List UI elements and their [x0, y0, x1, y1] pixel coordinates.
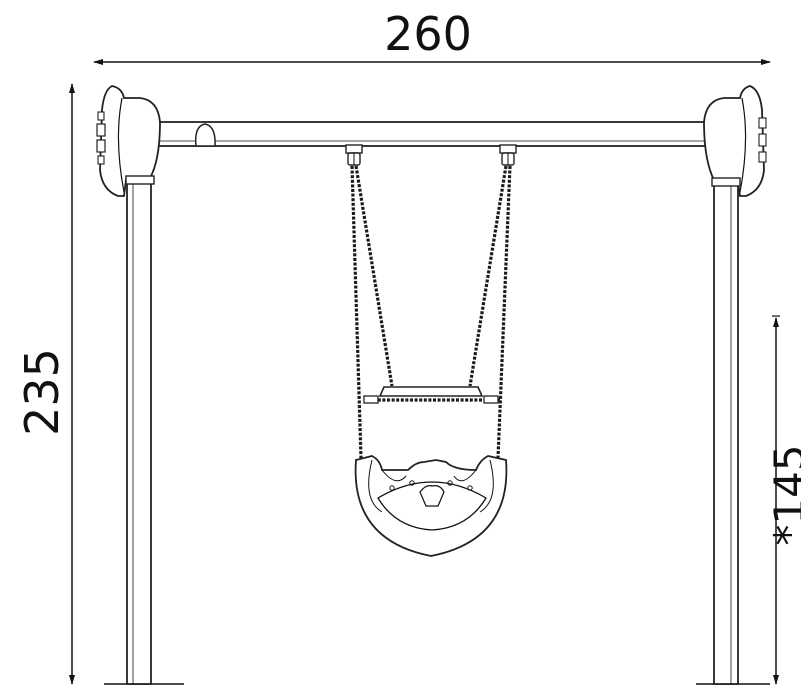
- chain-right-outer: [496, 165, 512, 459]
- width-dimension: 260: [93, 7, 771, 65]
- chain-right-inner: [468, 165, 508, 387]
- top-beam: [149, 121, 717, 147]
- left-connector-cap: [96, 85, 161, 197]
- seat-height-dimension-label: *145: [765, 444, 801, 545]
- height-dimension: 235: [15, 83, 75, 685]
- left-hanger: [345, 144, 363, 166]
- left-post: [126, 177, 152, 685]
- beam-cap-bump: [194, 123, 216, 147]
- right-connector-cap: [703, 85, 767, 197]
- right-post: [713, 179, 739, 685]
- chain-left-inner: [354, 165, 394, 387]
- chains: [350, 165, 512, 459]
- right-hanger: [499, 144, 517, 166]
- height-dimension-label: 235: [15, 348, 69, 436]
- width-dimension-label: 260: [384, 7, 472, 61]
- chain-left-outer: [350, 165, 363, 459]
- seat-backrest: [378, 386, 484, 397]
- seat-height-dimension: *145: [765, 315, 801, 685]
- seat-leg-hole: [377, 481, 487, 531]
- swing-seat: [354, 386, 508, 557]
